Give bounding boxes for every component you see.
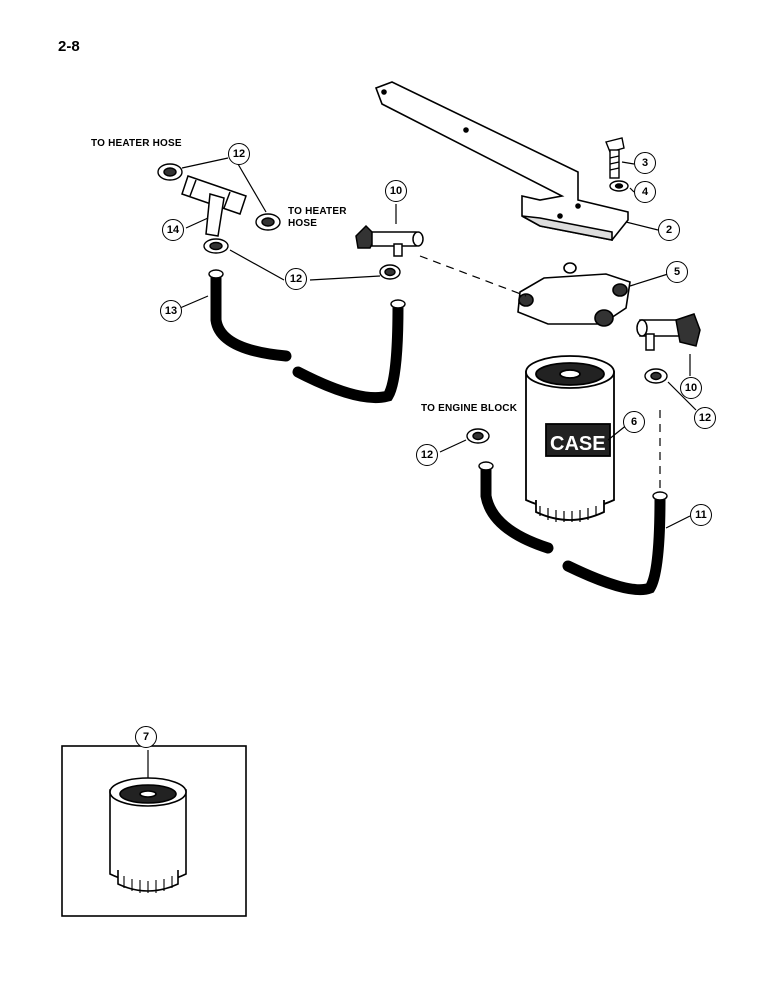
washer xyxy=(609,180,629,192)
callout-10: 10 xyxy=(385,180,407,202)
leader-lines xyxy=(147,157,697,784)
callout-6: 6 xyxy=(623,411,645,433)
to-heater-label-line1: TO HEATER xyxy=(288,206,347,217)
to-engine-block-label: TO ENGINE BLOCK xyxy=(421,403,518,414)
callout-14: 14 xyxy=(162,219,184,241)
callout-7: 7 xyxy=(135,726,157,748)
hose-11 xyxy=(480,462,666,596)
callout-12: 12 xyxy=(285,268,307,290)
tee-fitting xyxy=(181,175,247,237)
callout-4: 4 xyxy=(634,181,656,203)
callout-13: 13 xyxy=(160,300,182,322)
callout-3: 3 xyxy=(634,152,656,174)
callout-12: 12 xyxy=(416,444,438,466)
callout-5: 5 xyxy=(666,261,688,283)
mounting-bracket xyxy=(374,81,629,241)
callout-11: 11 xyxy=(690,504,712,526)
hose-13 xyxy=(210,270,404,404)
to-heater-hose-label-2: TO HEATER HOSE xyxy=(288,206,347,230)
inset-frame xyxy=(61,745,247,917)
hose-11-ends xyxy=(478,461,668,501)
page-number: 2-8 xyxy=(58,38,80,55)
inset-oil-filter xyxy=(109,777,187,893)
callout-10: 10 xyxy=(680,377,702,399)
callout-2: 2 xyxy=(658,219,680,241)
hose-13-ends xyxy=(208,269,406,309)
shutoff-valve-upper xyxy=(355,224,424,257)
filter-brand-label: CASE xyxy=(550,433,606,455)
filter-head xyxy=(517,262,631,327)
oil-filter xyxy=(525,355,615,522)
bolt xyxy=(605,137,625,179)
shutoff-valve-lower xyxy=(636,313,701,351)
hose-clamps xyxy=(157,163,668,444)
to-heater-hose-label: TO HEATER HOSE xyxy=(91,138,182,149)
alignment-lines xyxy=(419,255,661,488)
callout-12: 12 xyxy=(694,407,716,429)
callout-12: 12 xyxy=(228,143,250,165)
to-heater-label-line2: HOSE xyxy=(288,218,318,229)
